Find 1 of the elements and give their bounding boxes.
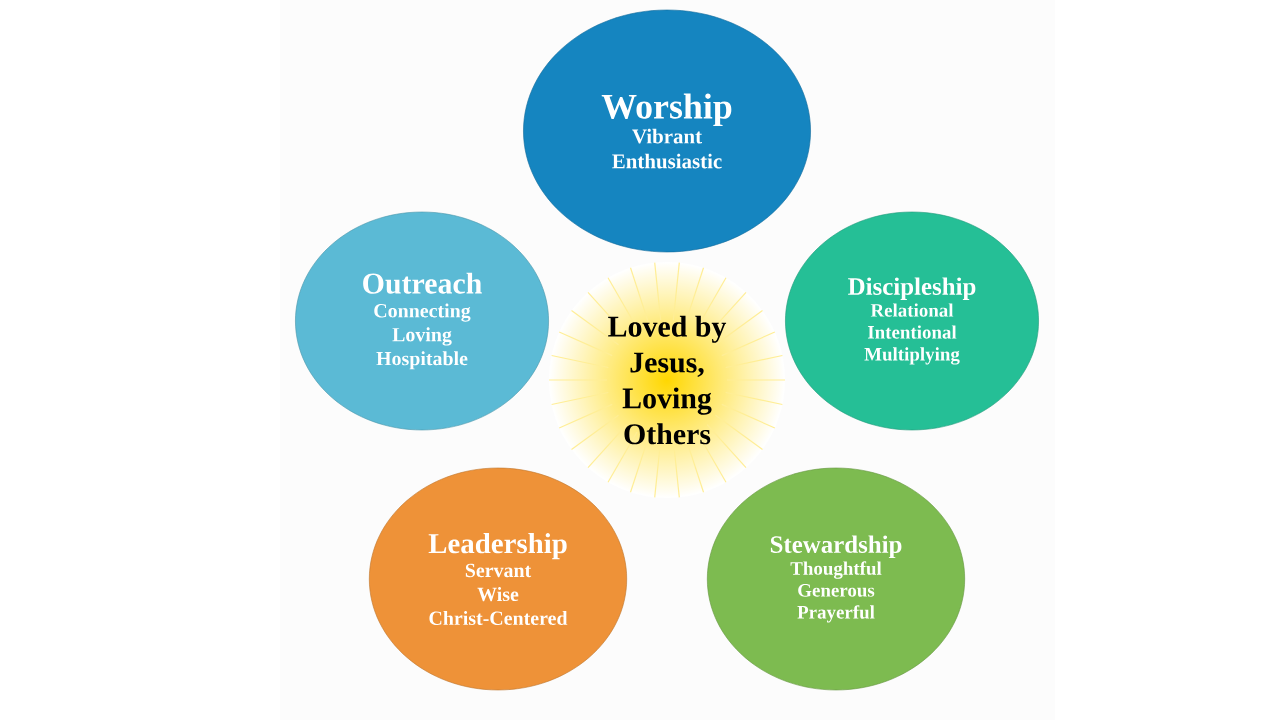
sun-burst: Loved by Jesus, Loving Others	[548, 262, 786, 498]
